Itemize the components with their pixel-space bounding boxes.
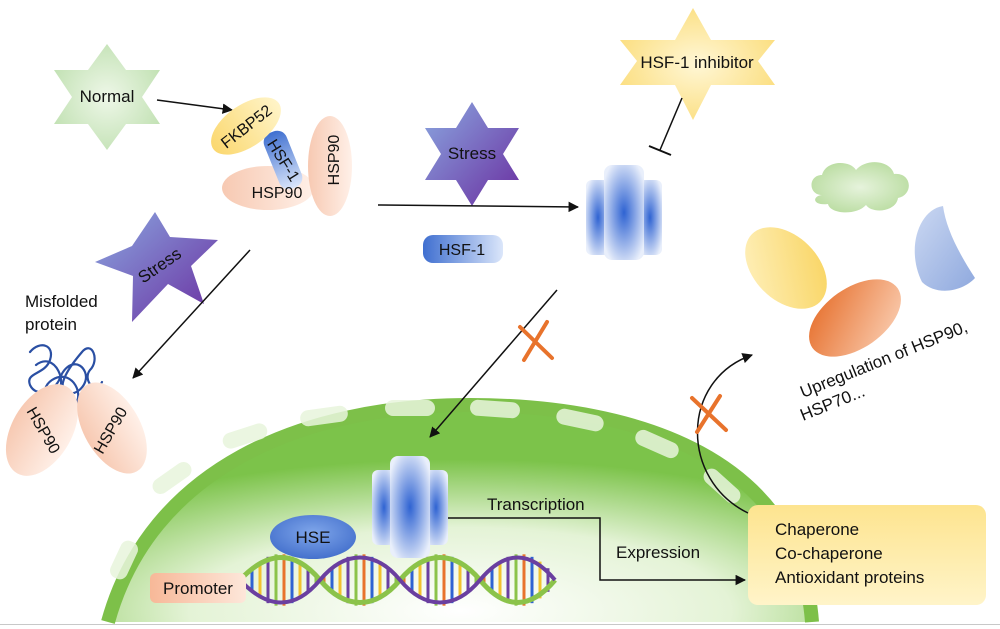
dna-helix <box>238 554 557 606</box>
arrow-trimer-to-nucleus <box>429 289 558 438</box>
promoter-box: Promoter <box>150 573 246 603</box>
hsp90-misfold-pair: HSP90 HSP90 <box>5 382 147 476</box>
hse-element: HSE <box>270 515 356 559</box>
normal-star: Normal <box>54 44 160 150</box>
chaperone-orange-shape <box>809 279 901 357</box>
hse-label: HSE <box>296 528 331 547</box>
hsf1-free-label: HSF-1 <box>439 242 485 259</box>
chaperone-cloud-shape <box>811 162 909 213</box>
hsf1-inhibitor-label: HSF-1 inhibitor <box>640 53 754 72</box>
stress-star-left: Stress <box>95 212 218 322</box>
arrow-complex-to-trimer <box>377 201 580 213</box>
block-x-upregulation <box>690 394 728 434</box>
inhibition-line <box>648 97 683 156</box>
hsp90-right-label: HSP90 <box>326 135 343 186</box>
stress-top-label: Stress <box>448 144 496 163</box>
stress-star-top: Stress <box>425 102 519 206</box>
bottom-divider <box>0 624 1000 625</box>
hsf1-complex-shape <box>263 130 303 190</box>
hsp90-right-shape <box>308 116 352 216</box>
product-co-chaperone: Co-chaperone <box>775 544 883 563</box>
misfolded-label-line2: protein <box>25 315 77 334</box>
promoter-label: Promoter <box>163 579 233 598</box>
products-box: Chaperone Co-chaperone Antioxidant prote… <box>748 505 986 605</box>
hsp90-complex: FKBP52 HSF-1 HSP90 HSP90 <box>211 97 352 216</box>
chaperone-yellow-shape <box>745 227 827 309</box>
product-antioxidant: Antioxidant proteins <box>775 568 924 587</box>
misfolded-label-line1: Misfolded <box>25 292 98 311</box>
fkbp52-shape <box>211 97 281 155</box>
hsf1-trimer-active <box>586 165 662 260</box>
product-chaperone: Chaperone <box>775 520 859 539</box>
hsf1-free: HSF-1 <box>423 235 503 263</box>
hsf1-inhibitor-star: HSF-1 inhibitor <box>620 8 775 120</box>
expression-label: Expression <box>616 543 700 562</box>
hsp90-lower-label: HSP90 <box>252 185 303 202</box>
normal-label: Normal <box>80 87 135 106</box>
arrow-complex-to-misfolded <box>132 249 251 379</box>
block-x-translocation <box>518 320 554 362</box>
transcription-label: Transcription <box>487 495 585 514</box>
arrow-transcription-to-products <box>448 517 747 586</box>
chaperone-blue-shape <box>914 206 975 291</box>
hsf1-trimer-bound <box>372 456 448 558</box>
arrow-normal-to-complex <box>156 99 234 114</box>
